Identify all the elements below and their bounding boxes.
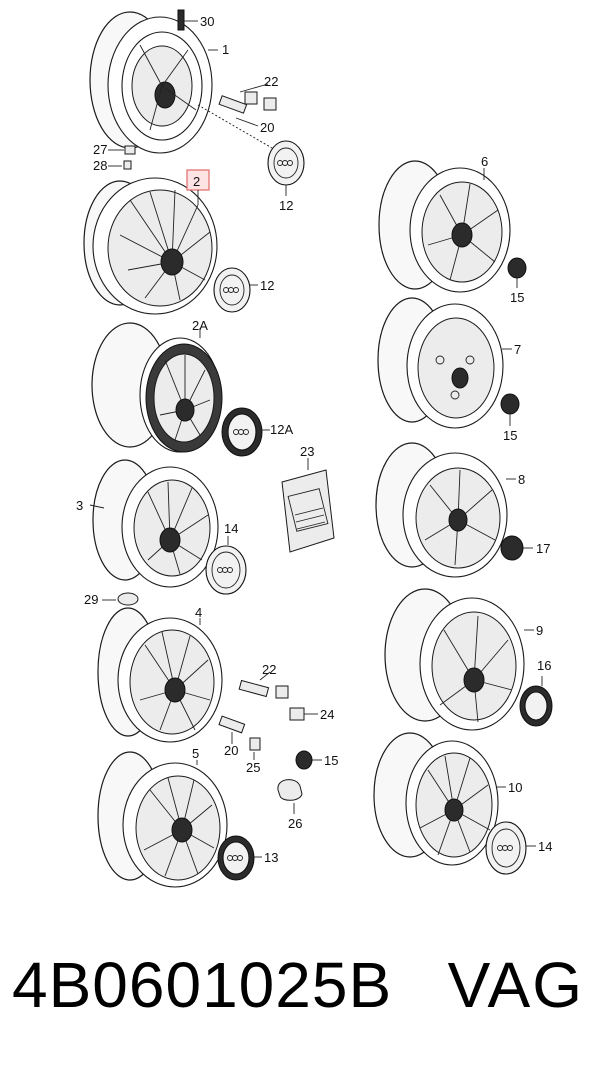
wheel-4[interactable] bbox=[97, 607, 223, 743]
callout-8: 8 bbox=[518, 472, 525, 487]
callout-30: 30 bbox=[200, 14, 214, 29]
wheel-7[interactable] bbox=[377, 297, 504, 429]
brand-name: VAG bbox=[447, 949, 584, 1021]
callout-24: 24 bbox=[320, 707, 334, 722]
center-cap-16[interactable] bbox=[519, 685, 553, 727]
wheel-9[interactable] bbox=[384, 588, 525, 731]
cap-25[interactable] bbox=[249, 737, 261, 751]
lock-bolt-15-a[interactable] bbox=[507, 257, 527, 279]
wheel-2A[interactable] bbox=[91, 322, 223, 453]
lock-bolt-15-b[interactable] bbox=[500, 393, 520, 415]
wheel-bolt-set-22-lower[interactable] bbox=[238, 679, 289, 699]
center-cap-12-mid[interactable] bbox=[213, 267, 251, 313]
center-cap-14-left[interactable] bbox=[205, 545, 247, 595]
callout-14-left: 14 bbox=[224, 521, 238, 536]
callout-3: 3 bbox=[76, 498, 83, 513]
callout-25: 25 bbox=[246, 760, 260, 775]
callout-4: 4 bbox=[195, 605, 202, 620]
callout-16: 16 bbox=[537, 658, 551, 673]
callout-2A: 2A bbox=[192, 318, 208, 333]
part-number: 4B0601025B bbox=[12, 949, 393, 1021]
wheel-bolt-set-22[interactable] bbox=[218, 91, 277, 114]
exploded-parts-diagram: 30 1 22 20 12 27 28 2 12 bbox=[76, 9, 553, 888]
lock-bolt-15-lower[interactable] bbox=[295, 750, 313, 770]
center-cap-17[interactable] bbox=[500, 535, 524, 561]
callout-12A: 12A bbox=[270, 422, 293, 437]
callout-12-mid: 12 bbox=[260, 278, 274, 293]
callout-13: 13 bbox=[264, 850, 278, 865]
wheel-3[interactable] bbox=[92, 459, 219, 588]
wheel-2[interactable] bbox=[83, 177, 218, 315]
callout-7: 7 bbox=[514, 342, 521, 357]
valve-stem-30[interactable] bbox=[177, 9, 198, 31]
callout-27: 27 bbox=[93, 142, 107, 157]
wheel-8[interactable] bbox=[375, 442, 508, 578]
wheel-5[interactable] bbox=[97, 751, 228, 888]
callout-15-b: 15 bbox=[503, 428, 517, 443]
wheel-10[interactable] bbox=[373, 732, 499, 866]
balance-weight-27[interactable] bbox=[124, 145, 136, 155]
repair-kit-package-23[interactable] bbox=[281, 469, 335, 553]
wheel-6[interactable] bbox=[378, 160, 511, 293]
callout-15-a: 15 bbox=[510, 290, 524, 305]
wheel-1[interactable] bbox=[89, 11, 213, 154]
callout-14-right: 14 bbox=[538, 839, 552, 854]
callout-12-top: 12 bbox=[279, 198, 293, 213]
center-cap-14-right[interactable] bbox=[485, 821, 527, 875]
seal-ring-29[interactable] bbox=[117, 592, 139, 606]
callout-2: 2 bbox=[193, 174, 200, 189]
callout-20-lower: 20 bbox=[224, 743, 238, 758]
callout-9: 9 bbox=[536, 623, 543, 638]
callout-26: 26 bbox=[288, 816, 302, 831]
balance-weight-28[interactable] bbox=[123, 160, 132, 170]
callout-15-lower: 15 bbox=[324, 753, 338, 768]
callout-17: 17 bbox=[536, 541, 550, 556]
bolt-24[interactable] bbox=[289, 707, 305, 721]
callout-28: 28 bbox=[93, 158, 107, 173]
callout-22-lower: 22 bbox=[262, 662, 276, 677]
puller-tool-26[interactable] bbox=[277, 779, 303, 801]
center-cap-13[interactable] bbox=[217, 835, 255, 881]
callout-5: 5 bbox=[192, 746, 199, 761]
callout-10: 10 bbox=[508, 780, 522, 795]
callout-1: 1 bbox=[222, 42, 229, 57]
bolt-20-lower[interactable] bbox=[218, 715, 246, 734]
center-cap-12-top[interactable] bbox=[267, 140, 305, 186]
callout-23: 23 bbox=[300, 444, 314, 459]
callout-20-top: 20 bbox=[260, 120, 274, 135]
center-cap-12A[interactable] bbox=[221, 407, 263, 457]
callout-29: 29 bbox=[84, 592, 98, 607]
callout-22-top: 22 bbox=[264, 74, 278, 89]
callout-6: 6 bbox=[481, 154, 488, 169]
